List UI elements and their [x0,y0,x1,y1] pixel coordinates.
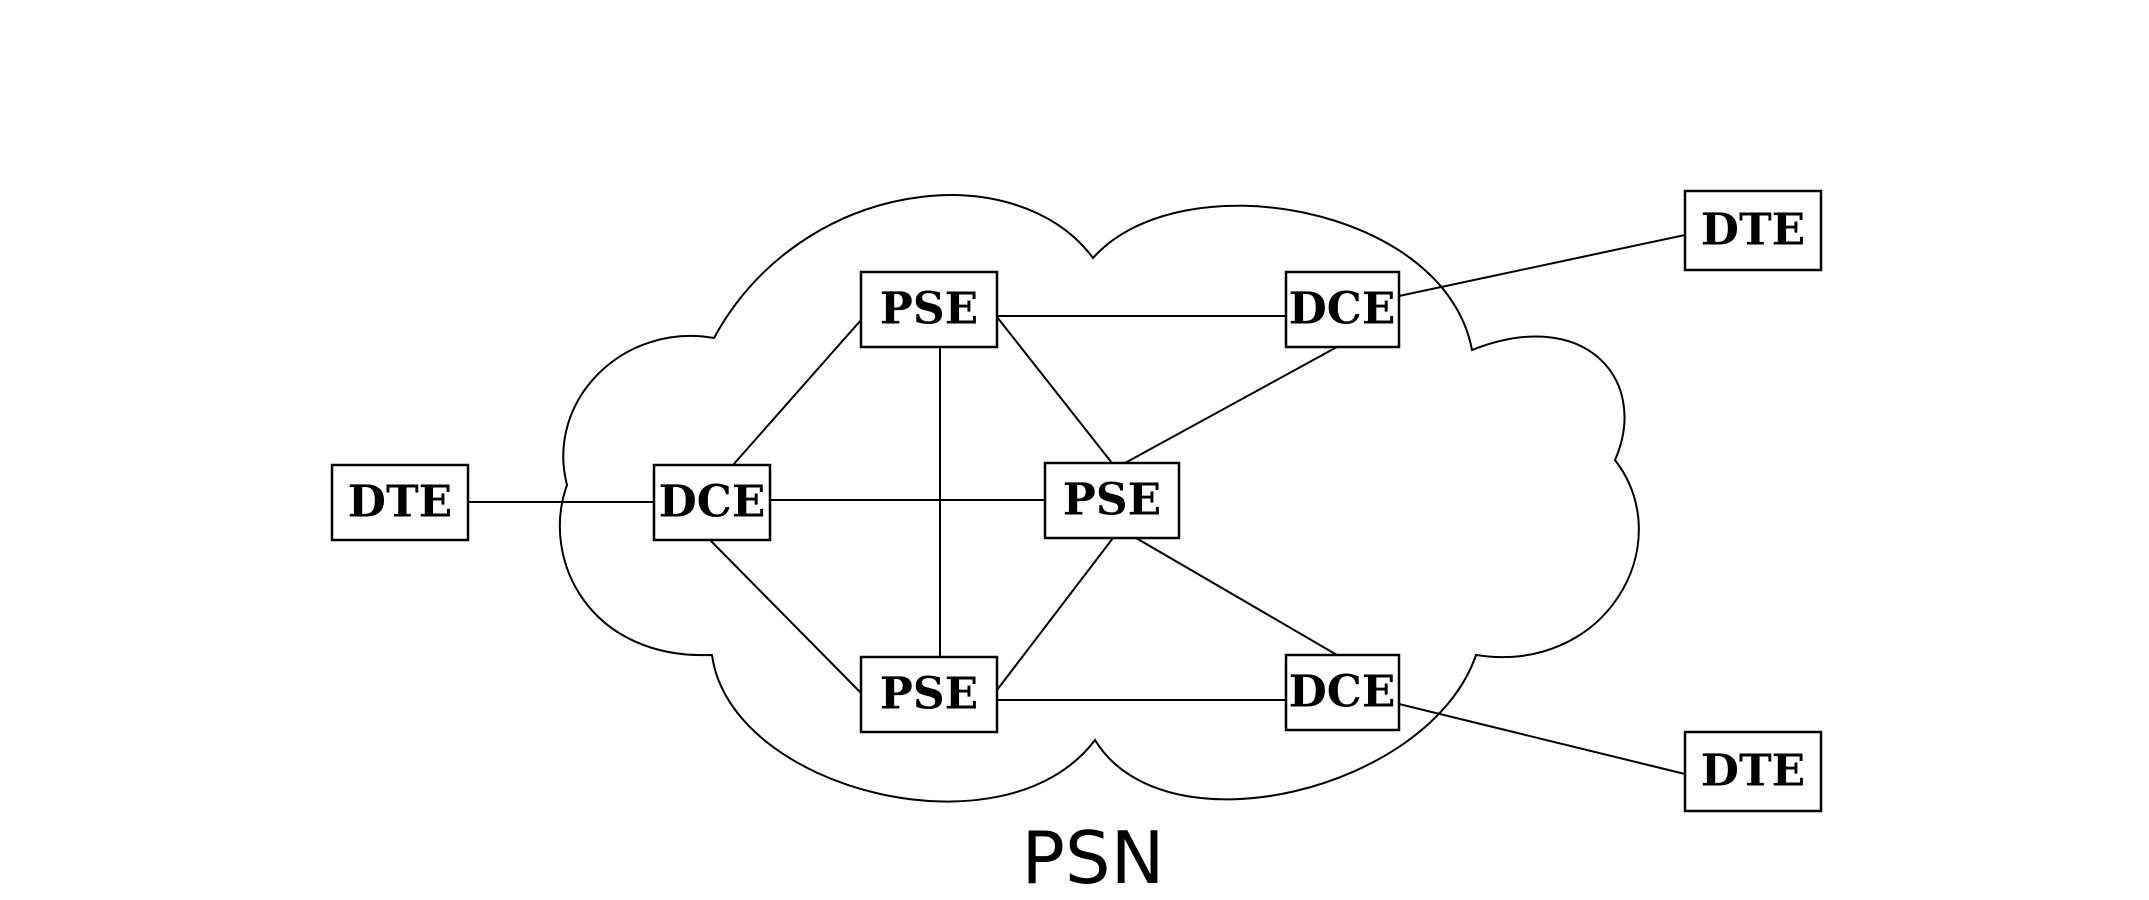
dce-left-label: DCE [659,477,766,528]
pse-top-box [859,270,999,349]
dce-top-right-box [1284,270,1401,349]
dte-left-box [330,463,470,542]
dte-top-right-label: DTE [1701,205,1805,256]
link-dce-left-to-pse-top [732,319,862,466]
psn-label: PSN [1022,816,1165,900]
dte-bottom-right-box [1683,730,1823,813]
link-pse-center-to-dce-top-right [1124,346,1338,464]
link-dce-left-to-pse-bottom [709,539,862,694]
pse-center-node[interactable]: PSE [1043,461,1181,540]
dte-left-label: DTE [348,477,452,528]
psn-cloud [558,194,1640,803]
dce-left-box [652,463,772,542]
pse-center-box [1043,461,1181,540]
pse-bottom-label: PSE [880,669,978,720]
dte-bottom-right-node[interactable]: DTE [1683,730,1823,813]
link-group [468,234,1686,775]
dte-bottom-right-label: DTE [1701,746,1805,797]
dce-left-node[interactable]: DCE [652,463,772,542]
link-pse-top-to-pse-center [996,316,1113,464]
dce-top-right-node[interactable]: DCE [1284,270,1401,349]
dce-bottom-right-label: DCE [1289,667,1396,718]
link-dce-top-right-to-dte-top-right [1398,234,1686,297]
dce-bottom-right-box [1284,653,1401,732]
pse-bottom-node[interactable]: PSE [859,655,999,734]
dce-bottom-right-node[interactable]: DCE [1284,653,1401,732]
link-pse-center-to-dce-bottom-right [1135,537,1338,656]
pse-top-label: PSE [880,284,978,335]
link-pse-center-to-pse-bottom [996,537,1114,691]
dte-left-node[interactable]: DTE [330,463,470,542]
dte-top-right-box [1683,189,1823,272]
pse-top-node[interactable]: PSE [859,270,999,349]
pse-center-label: PSE [1063,475,1161,526]
dte-top-right-node[interactable]: DTE [1683,189,1823,272]
link-dce-bottom-right-to-dte-bottom-right [1398,703,1686,775]
dce-top-right-label: DCE [1289,284,1396,335]
pse-bottom-box [859,655,999,734]
